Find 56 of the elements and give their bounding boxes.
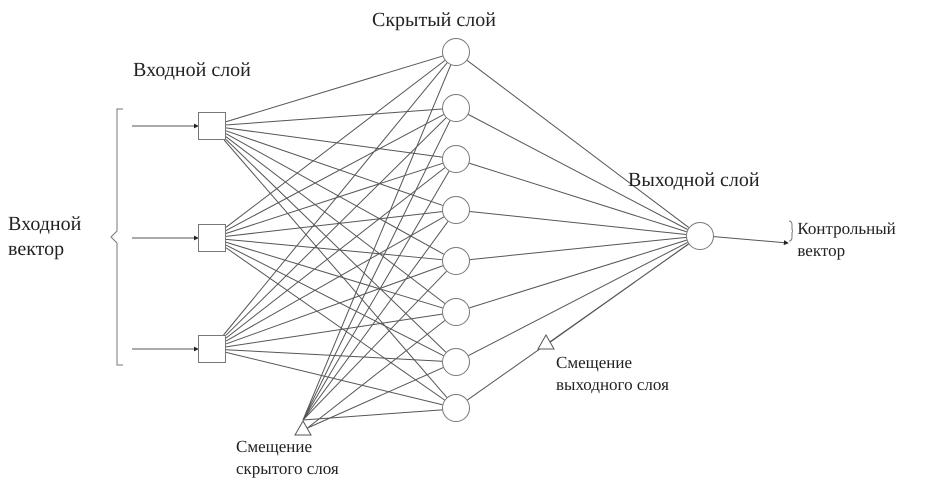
connection-line: [226, 242, 444, 308]
layer-title: Скрытый слой: [372, 8, 496, 33]
connection-line: [223, 62, 448, 336]
connection-line: [302, 409, 443, 420]
connection-line: [226, 244, 444, 356]
connection-line: [226, 247, 446, 400]
bias-triangle: [294, 420, 312, 436]
connection-line: [466, 244, 690, 400]
connection-line: [307, 320, 446, 428]
connection-line: [226, 167, 446, 339]
connection-line: [226, 162, 444, 234]
connection-line: [469, 210, 687, 236]
connection-line: [226, 130, 444, 206]
connection-line: [226, 60, 446, 228]
bias-triangle: [537, 334, 555, 350]
connection-line: [224, 140, 448, 398]
connection-line: [226, 265, 444, 344]
connection-line: [226, 114, 444, 232]
connection-line: [468, 114, 688, 230]
connection-line: [226, 136, 446, 304]
arrow: [132, 346, 199, 352]
bias-label: Смещение скрытого слоя: [236, 436, 340, 480]
connection-line: [226, 133, 444, 255]
connection-line: [550, 243, 689, 342]
arrow: [132, 124, 199, 128]
connection-line: [226, 352, 443, 406]
connection-line: [468, 162, 688, 232]
node-label: Контрольный вектор: [797, 218, 897, 262]
connection-line: [226, 314, 443, 348]
connection-line: [302, 220, 448, 420]
connection-line: [226, 139, 446, 353]
arrow: [132, 236, 199, 240]
connection-line: [226, 216, 444, 342]
connection-line: [226, 238, 443, 260]
connection-line: [226, 349, 443, 362]
connection-line: [226, 56, 444, 122]
arrow: [713, 236, 789, 246]
bias-label: Смещение выходного слоя: [556, 352, 670, 396]
connection-line: [468, 240, 688, 308]
connection-line: [226, 211, 443, 237]
connection-line: [226, 108, 443, 126]
connection-line: [226, 117, 447, 336]
connection-line: [468, 242, 688, 356]
input-square: [198, 335, 226, 363]
connection-line: [302, 170, 450, 420]
node-label: Входной вектор: [8, 212, 82, 262]
input-square: [198, 112, 226, 140]
layer-title: Выходной слой: [628, 168, 760, 193]
input-square: [198, 224, 226, 252]
connection-line: [466, 60, 690, 228]
connection-line: [302, 64, 452, 420]
connection-line: [307, 367, 444, 428]
layer-title: Входной слой: [133, 58, 251, 83]
connection-line: [226, 127, 443, 158]
connection-line: [469, 236, 687, 260]
connection-line: [302, 270, 448, 420]
